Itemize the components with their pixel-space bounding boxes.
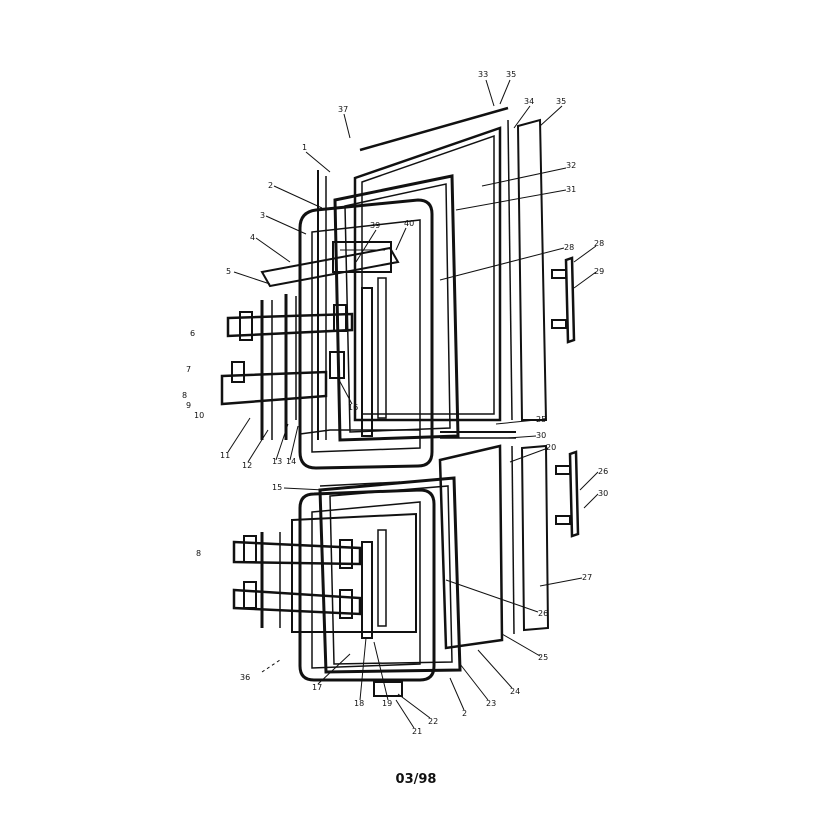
callout-3: 3 [260, 211, 265, 220]
lower-inner-liner [298, 488, 436, 682]
dairy-compartment-door [332, 241, 392, 273]
callout-28b: 28 [594, 239, 604, 248]
page-code: 03/98 [395, 772, 437, 787]
callout-28: 28 [564, 243, 574, 252]
callout-21: 21 [412, 727, 422, 736]
callout-30a: 30 [536, 431, 546, 440]
bottom-hinge-bracket [373, 681, 403, 697]
callout-16: 16 [348, 403, 358, 412]
callout-22: 22 [428, 717, 438, 726]
inner-door-liner [298, 198, 434, 470]
callout-30b: 30 [598, 489, 608, 498]
callout-17: 17 [312, 683, 322, 692]
callout-8a: 8 [182, 391, 187, 400]
callout-36: 36 [240, 673, 250, 682]
callout-10: 10 [194, 411, 204, 420]
callout-40: 40 [404, 219, 414, 228]
callout-13: 13 [272, 457, 282, 466]
callout-26a: 26 [598, 467, 608, 476]
top-trim-strip [359, 106, 509, 152]
callout-8b: 8 [196, 549, 201, 558]
door-skin [516, 118, 548, 421]
callout-35a: 35 [506, 70, 516, 79]
door-shelf-middle [220, 370, 328, 406]
lower-door-skin [520, 444, 550, 632]
callout-2b: 2 [462, 709, 467, 718]
callout-20: 20 [546, 443, 556, 452]
callout-labels: 33 35 34 35 37 1 2 3 4 5 32 31 39 40 28 … [182, 70, 608, 736]
lower-outer-panel [438, 444, 504, 650]
callout-25b: 25 [538, 653, 548, 662]
callout-11: 11 [220, 451, 230, 460]
callout-25a: 25 [536, 415, 546, 424]
outer-door-panel [353, 126, 502, 422]
callout-2: 2 [268, 181, 273, 190]
callout-9: 9 [186, 401, 191, 410]
lower-door-shelf-1 [232, 540, 362, 566]
callout-37: 37 [338, 105, 348, 114]
callout-33: 33 [478, 70, 488, 79]
lower-handle [555, 450, 580, 538]
callout-24: 24 [510, 687, 520, 696]
callout-26b: 26 [538, 609, 548, 618]
callout-29: 29 [594, 267, 604, 276]
lower-door-shelf-2 [232, 588, 362, 616]
top-door-rail [260, 246, 400, 288]
door-shelf-upper [226, 312, 354, 338]
callout-18: 18 [354, 699, 364, 708]
upper-handle [551, 256, 576, 344]
upper-door-assembly [220, 106, 548, 470]
lower-door-assembly [232, 431, 550, 697]
callout-19: 19 [382, 699, 392, 708]
callout-31: 31 [566, 185, 576, 194]
callout-7: 7 [186, 365, 191, 374]
callout-35b: 35 [556, 97, 566, 106]
callout-6: 6 [190, 329, 195, 338]
callout-1: 1 [302, 143, 307, 152]
leader-lines [227, 79, 599, 729]
lower-gasket [318, 476, 462, 674]
callout-39: 39 [370, 221, 380, 230]
callout-4: 4 [250, 233, 255, 242]
callout-23: 23 [486, 699, 496, 708]
callout-34: 34 [524, 97, 534, 106]
callout-27: 27 [582, 573, 592, 582]
callout-15: 15 [272, 483, 282, 492]
callout-32: 32 [566, 161, 576, 170]
callout-14: 14 [286, 457, 296, 466]
callout-5: 5 [226, 267, 231, 276]
door-gasket [333, 174, 460, 442]
callout-12: 12 [242, 461, 252, 470]
